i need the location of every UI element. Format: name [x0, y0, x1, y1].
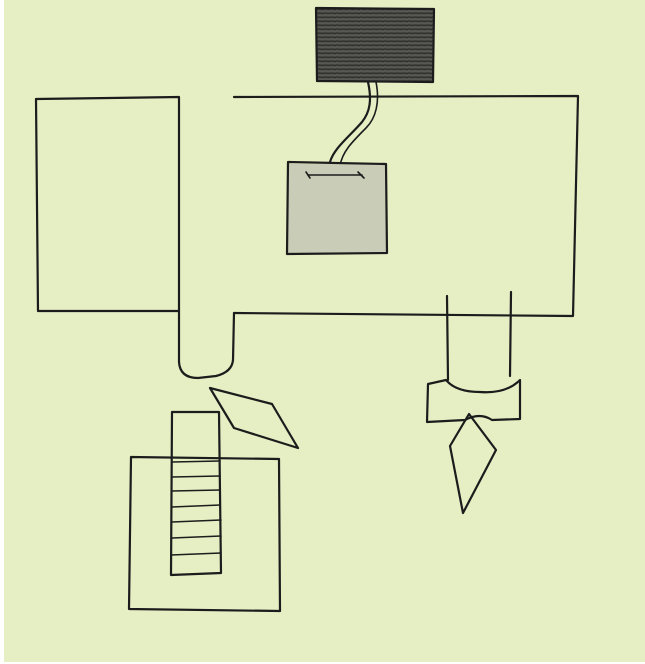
nozzle-tip [448, 412, 498, 515]
screen-icon [285, 160, 389, 256]
cable-line-inner [339, 81, 379, 167]
nozzle-tube [445, 290, 513, 382]
nozzle-collar [425, 378, 522, 424]
lower-box [127, 455, 282, 613]
tilted-flap [208, 386, 300, 450]
center-shaft [177, 309, 236, 380]
striped-column [169, 410, 223, 577]
paper-background [4, 0, 645, 662]
right-panel [232, 94, 580, 318]
dark-block-icon [314, 6, 436, 84]
